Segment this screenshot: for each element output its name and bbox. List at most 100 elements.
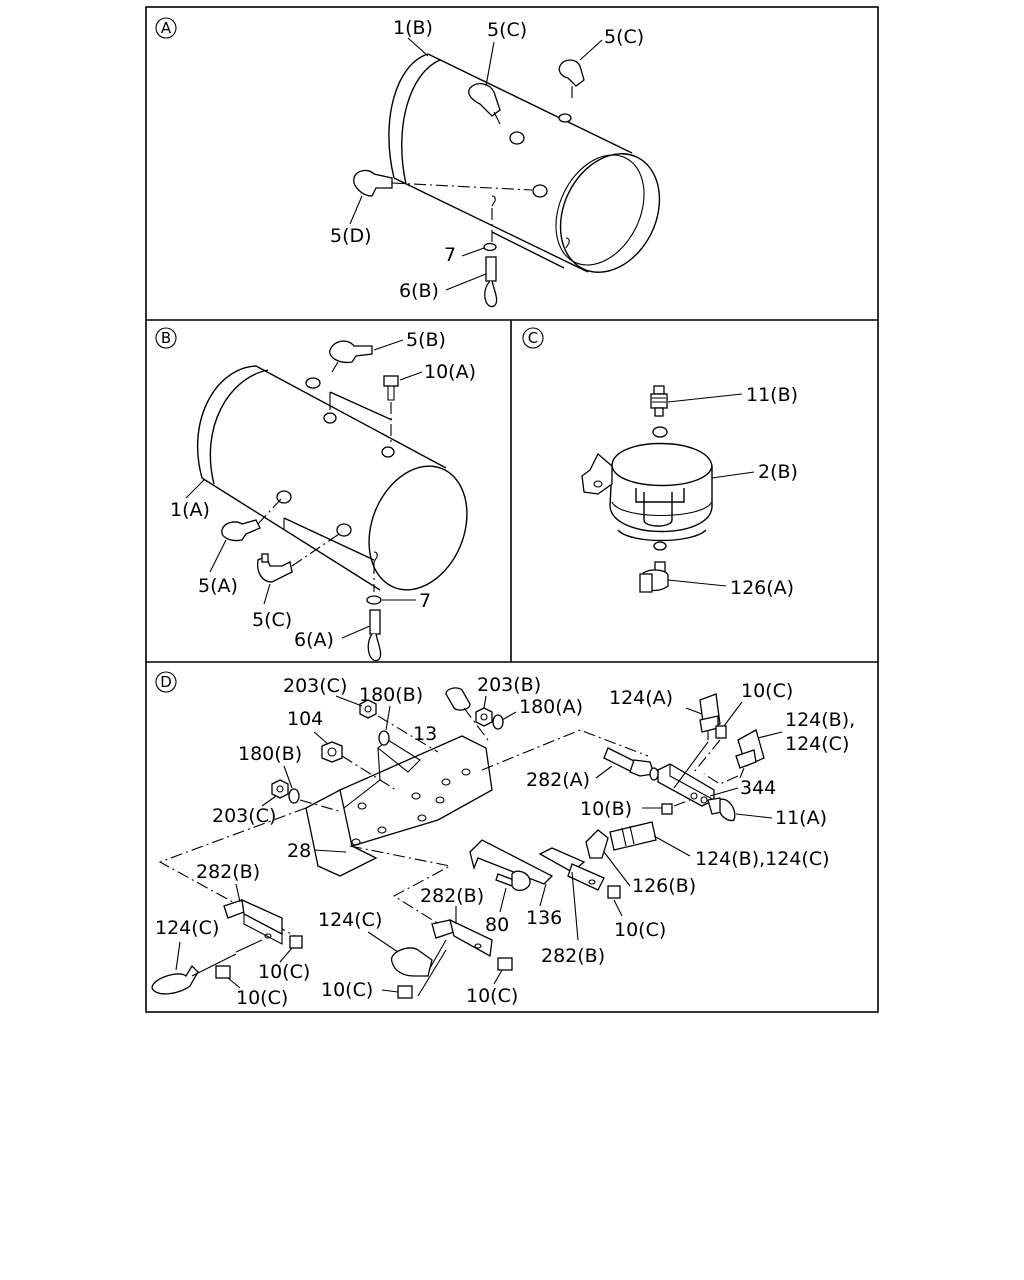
- svg-text:D: D: [160, 673, 172, 691]
- panel-d: D: [151, 671, 855, 1009]
- diagram-frame: [145, 6, 879, 1013]
- label-6b: 6(B): [399, 280, 439, 302]
- drain-valve-6a: [367, 609, 382, 662]
- panel-c-marker: C: [522, 327, 544, 349]
- svg-text:C: C: [528, 329, 538, 347]
- sensor-124a: [699, 693, 721, 740]
- bracket-136: [469, 839, 554, 885]
- bolt-80: [495, 870, 531, 892]
- fitting-11a: [707, 797, 736, 822]
- label-11b: 11(B): [746, 384, 798, 406]
- label-2b: 2(B): [758, 461, 798, 483]
- fitting-5c-upper: [468, 82, 501, 125]
- label-10c-center: 10(C): [614, 919, 666, 941]
- washer-180a: [492, 714, 504, 730]
- svg-text:A: A: [161, 19, 172, 37]
- label-5c-upper: 5(C): [487, 19, 527, 41]
- label-1a: 1(A): [170, 499, 210, 521]
- label-5c-right: 5(C): [604, 26, 644, 48]
- fitting-282b-left: [223, 898, 283, 945]
- nut-203c-upper: [359, 699, 377, 719]
- label-10c-bottom-right: 10(C): [466, 985, 518, 1007]
- sensor-124bc-upper: [735, 729, 765, 779]
- label-11a: 11(A): [775, 807, 827, 829]
- panel-d-marker: D: [155, 671, 177, 693]
- fitting-5c-lower: [256, 553, 293, 583]
- label-180b-upper: 180(B): [359, 684, 423, 706]
- plug-10b: [661, 803, 673, 815]
- bracket-28: [305, 789, 387, 877]
- label-180a: 180(A): [519, 696, 583, 718]
- label-124c-1: 124(C): [785, 733, 849, 755]
- label-124c-left: 124(C): [155, 917, 219, 939]
- label-80: 80: [485, 914, 509, 936]
- label-13: 13: [413, 723, 437, 745]
- nut-203b: [475, 707, 493, 727]
- label-10c-bottom-left: 10(C): [321, 979, 373, 1001]
- plug-10c-upper: [715, 725, 727, 739]
- label-203c-lower: 203(C): [212, 805, 276, 827]
- svg-text:B: B: [161, 329, 171, 347]
- panel-c: C 11(B): [522, 327, 798, 599]
- label-6a: 6(A): [294, 629, 334, 651]
- plug-10c-left-upper: [289, 935, 303, 949]
- label-124a: 124(A): [609, 687, 673, 709]
- label-10a: 10(A): [424, 361, 476, 383]
- label-136: 136: [526, 907, 562, 929]
- label-5d: 5(D): [330, 225, 372, 247]
- valve-block-344: [649, 763, 715, 807]
- air-tank-1b: [388, 53, 661, 273]
- fitting-126a: [639, 561, 669, 593]
- label-180b-lower: 180(B): [238, 743, 302, 765]
- fitting-126b: [585, 829, 609, 859]
- label-28: 28: [287, 840, 311, 862]
- panel-b: B: [155, 327, 476, 662]
- sensor-124bc-lower: [609, 821, 657, 851]
- label-124c-bottom: 124(C): [318, 909, 382, 931]
- air-dryer-2b: [581, 442, 713, 551]
- label-5a: 5(A): [198, 575, 238, 597]
- label-10c-top: 10(C): [741, 680, 793, 702]
- fitting-5b: [329, 340, 373, 373]
- nut-104: [321, 741, 343, 763]
- fitting-5a: [221, 519, 261, 542]
- fitting-11b: [650, 385, 668, 417]
- washer-180b-upper: [378, 730, 390, 746]
- fitting-282a: [603, 747, 655, 777]
- spacer: [445, 687, 471, 711]
- drain-valve-6b: [484, 256, 498, 308]
- label-203c-upper: 203(C): [283, 675, 347, 697]
- plug-10a: [383, 375, 399, 401]
- label-124bc-lower: 124(B),124(C): [695, 848, 830, 870]
- fitting-5d: [353, 169, 393, 197]
- fitting-5c-right: [558, 59, 585, 98]
- label-282a: 282(A): [526, 769, 590, 791]
- label-126b: 126(B): [632, 875, 696, 897]
- plug-10c-left-lower: [215, 965, 231, 979]
- fitting-124c-left: [151, 964, 199, 995]
- panel-a-marker: A: [155, 17, 177, 39]
- nut-203c-lower: [271, 779, 289, 799]
- air-tank-1a: [197, 365, 468, 591]
- label-7-b: 7: [419, 590, 431, 612]
- fitting-282b-center: [538, 847, 605, 891]
- label-282b-bottom: 282(B): [420, 885, 484, 907]
- washer-180b-lower: [288, 788, 300, 804]
- label-203b: 203(B): [477, 674, 541, 696]
- panel-b-marker: B: [155, 327, 177, 349]
- label-5b: 5(B): [406, 329, 446, 351]
- label-344: 344: [740, 777, 776, 799]
- label-5c-lower: 5(C): [252, 609, 292, 631]
- label-282b-center: 282(B): [541, 945, 605, 967]
- fitting-282b-bottom: [431, 918, 493, 958]
- panel-a: A: [155, 17, 661, 308]
- label-10c-left-upper: 10(C): [258, 961, 310, 983]
- plug-10c-center: [607, 885, 621, 899]
- label-282b-left: 282(B): [196, 861, 260, 883]
- plug-10c-bottom-left: [397, 985, 413, 999]
- label-126a: 126(A): [730, 577, 794, 599]
- label-10c-left-lower: 10(C): [236, 987, 288, 1009]
- label-7: 7: [444, 244, 456, 266]
- label-10b: 10(B): [580, 798, 632, 820]
